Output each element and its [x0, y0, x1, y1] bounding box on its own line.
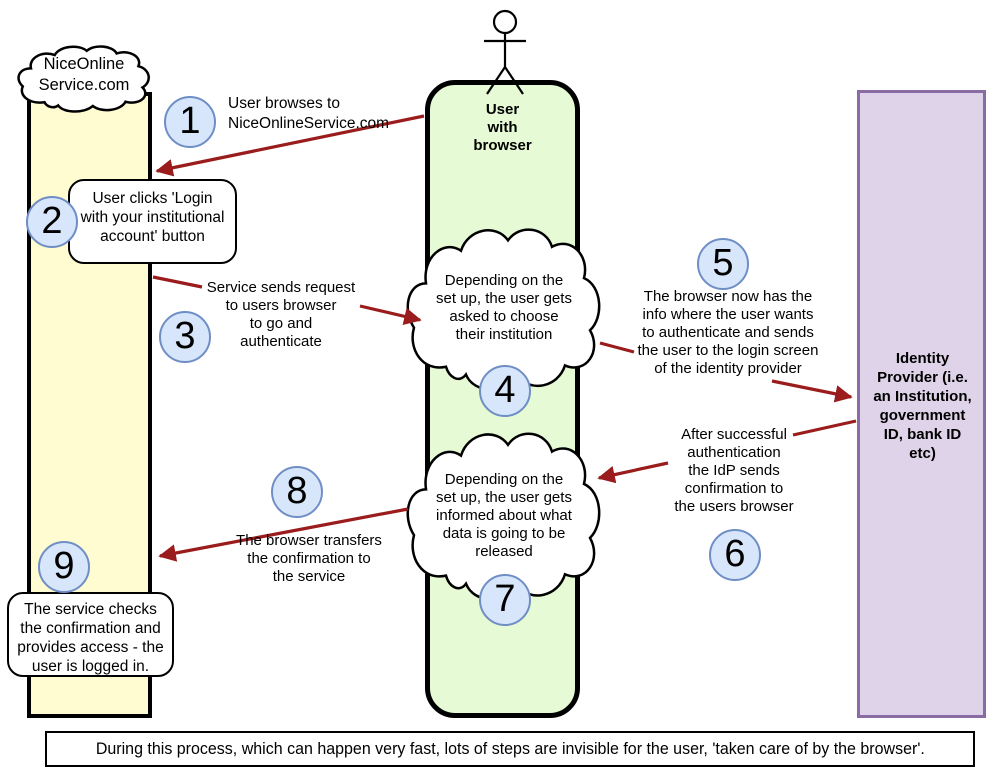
- identity-provider-lane-title: Identity Provider (i.e. an Institution, …: [873, 350, 972, 462]
- browser-lane-title: User with browser: [473, 101, 532, 154]
- step2-callout: User clicks 'Login with your institution…: [68, 179, 237, 264]
- step6-text: After successful authentication the IdP …: [674, 426, 794, 515]
- step4-cloud-text: Depending on the set up, the user gets a…: [436, 272, 572, 343]
- step-circle-7: 7: [479, 574, 531, 626]
- step5-text: The browser now has the info where the u…: [637, 288, 819, 377]
- note-box: During this process, which can happen ve…: [45, 731, 975, 767]
- step-circle-5: 5: [697, 238, 749, 290]
- service-cloud-label: NiceOnline Service.com: [38, 55, 130, 94]
- step7-cloud-text: Depending on the set up, the user gets i…: [436, 471, 572, 560]
- step1-text: User browses to NiceOnlineService.com: [228, 95, 390, 132]
- step8-text: The browser transfers the confirmation t…: [236, 532, 382, 585]
- step9-callout: The service checks the confirmation and …: [7, 592, 174, 677]
- step-circle-8: 8: [271, 466, 323, 518]
- step-circle-1: 1: [164, 96, 216, 148]
- step-circle-4: 4: [479, 365, 531, 417]
- cloud-outline: [19, 46, 149, 111]
- step-circle-3: 3: [159, 311, 211, 363]
- arrow-step5-head: [771, 379, 853, 403]
- step-circle-9: 9: [38, 541, 90, 593]
- step3-text: Service sends request to users browser t…: [206, 279, 356, 350]
- identity-provider-lane: [857, 90, 986, 718]
- step-circle-6: 6: [709, 529, 761, 581]
- stick-figure-head: [492, 9, 518, 35]
- step-circle-2: 2: [26, 196, 78, 248]
- note-text: During this process, which can happen ve…: [95, 739, 925, 758]
- service-cloud-shape: [16, 45, 152, 115]
